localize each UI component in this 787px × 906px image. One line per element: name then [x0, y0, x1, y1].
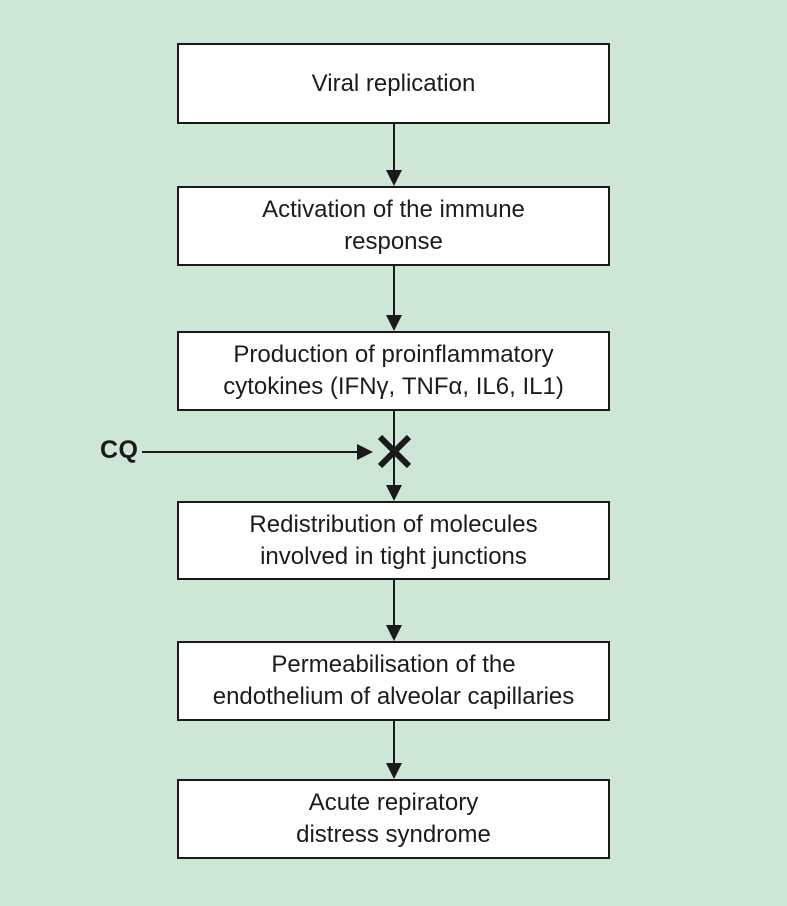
arrowhead-step2	[386, 170, 402, 186]
step-4-line-1: Redistribution of molecules	[249, 510, 538, 538]
step-1-line-1: Viral replication	[311, 69, 476, 97]
step-tight-junction-redistribution: Redistribution of molecules involved in …	[177, 501, 610, 580]
step-6-line-1: Acute repiratory	[308, 789, 479, 816]
arrowhead-step6	[386, 763, 402, 779]
cq-label: CQ	[100, 436, 139, 464]
cq-arrowhead	[357, 444, 373, 460]
block-x-icon	[377, 434, 412, 469]
step-6-line-2: distress syndrome	[296, 821, 491, 848]
arrowhead-step5	[386, 625, 402, 641]
step-3-line-1: Production of proinflammatory	[233, 341, 554, 368]
arrowhead-step3	[386, 315, 402, 331]
step-3-line-2: cytokines (IFNγ, TNFα, IL6, IL1)	[223, 373, 564, 400]
step-2-line-2: response	[344, 228, 443, 255]
step-2-line-1: Activation of the immune	[262, 196, 525, 223]
step-immune-activation: Activation of the immune response	[177, 186, 610, 266]
step-viral-replication: Viral replication	[177, 43, 610, 124]
step-5-line-1: Permeabilisation of the	[271, 651, 516, 678]
step-5-line-2: endothelium of alveolar capillaries	[212, 683, 575, 710]
step-endothelium-permeabilisation: Permeabilisation of the endothelium of a…	[177, 641, 610, 721]
step-cytokine-production: Production of proinflammatory cytokines …	[177, 331, 610, 411]
step-ards: Acute repiratory distress syndrome	[177, 779, 610, 859]
arrowhead-step4	[386, 485, 402, 501]
step-4-line-2: involved in tight junctions	[260, 542, 527, 570]
